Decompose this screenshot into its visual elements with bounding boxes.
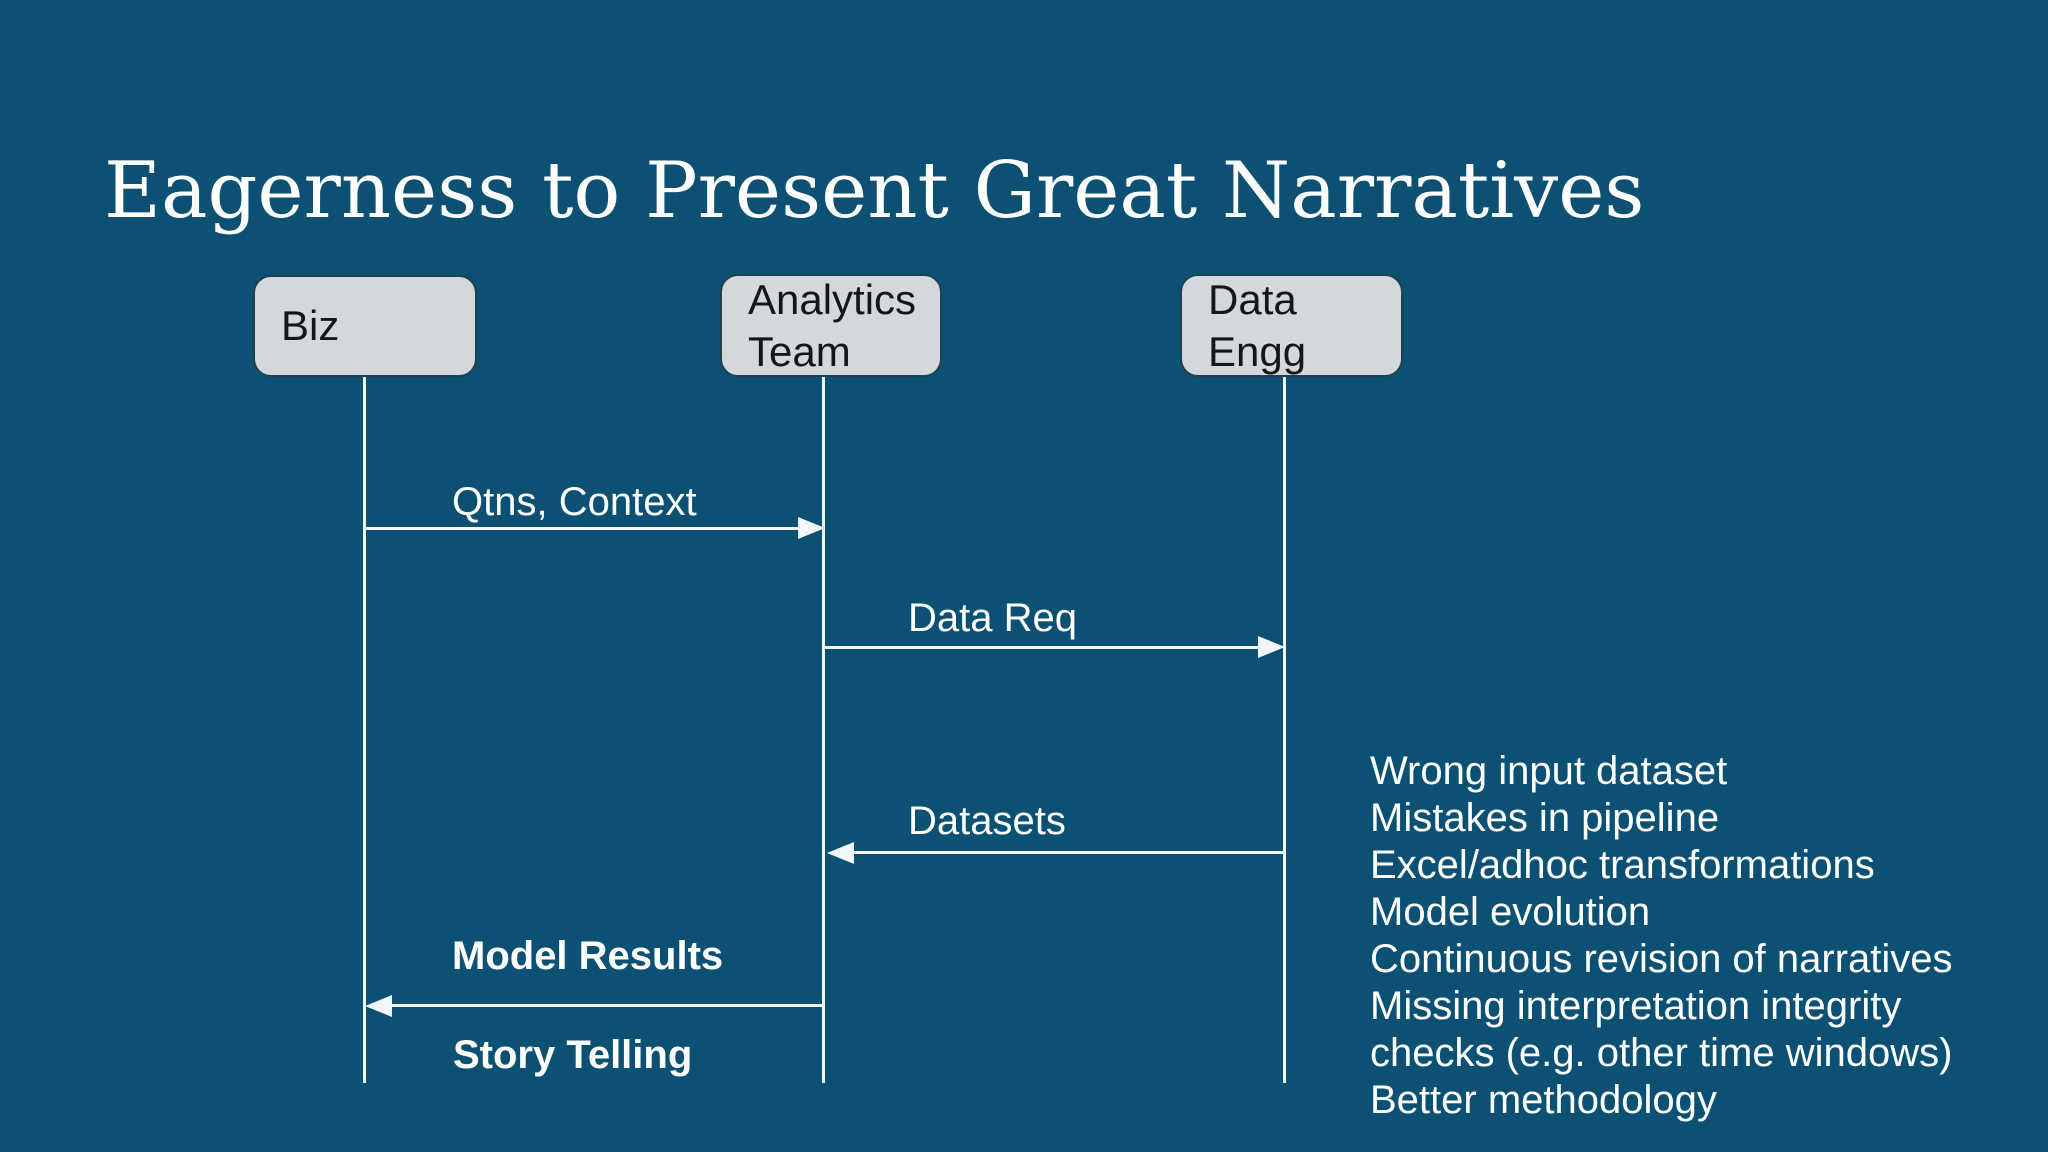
note-line: Model evolution — [1370, 890, 1651, 934]
message-line-qtns-context — [365, 527, 798, 530]
note-line: Excel/adhoc transformations — [1370, 843, 1875, 887]
message-label-datasets: Datasets — [908, 799, 1066, 843]
message-line-data-req — [825, 646, 1258, 649]
message-label-data-req: Data Req — [908, 596, 1077, 640]
message-label-qtns-context: Qtns, Context — [452, 480, 697, 524]
note-line: Continuous revision of narratives — [1370, 937, 1953, 981]
actor-label-analytics-team: Analytics Team — [748, 276, 917, 375]
actor-label-biz: Biz — [281, 302, 340, 350]
message-label-model-results: Model Results — [452, 934, 724, 978]
note-line: Wrong input dataset — [1370, 749, 1728, 793]
note-line: Missing interpretation integrity — [1370, 984, 1902, 1028]
actor-box-biz: Biz — [253, 275, 477, 377]
lifeline-analytics-team — [822, 377, 825, 1083]
note-line: checks (e.g. other time windows) — [1370, 1031, 1953, 1075]
lifeline-data-engg — [1283, 377, 1286, 1083]
arrowhead-right-icon — [1258, 636, 1285, 658]
arrowhead-left-icon — [365, 995, 392, 1017]
actor-box-data-engg: Data Engg — [1180, 274, 1403, 377]
actor-box-analytics-team: Analytics Team — [720, 274, 942, 377]
note-line: Mistakes in pipeline — [1370, 796, 1720, 840]
arrowhead-right-icon — [798, 517, 825, 539]
lifeline-biz — [363, 377, 366, 1083]
message-line-model-results — [392, 1004, 823, 1007]
slide-title: Eagerness to Present Great Narratives — [104, 146, 1645, 236]
notes-list: Wrong input dataset Mistakes in pipeline… — [1370, 748, 1953, 1124]
arrowhead-left-icon — [827, 842, 854, 864]
note-line: Better methodology — [1370, 1078, 1717, 1122]
message-line-datasets — [854, 851, 1285, 854]
message-label-story-telling: Story Telling — [453, 1033, 693, 1077]
actor-label-data-engg: Data Engg — [1208, 276, 1307, 375]
